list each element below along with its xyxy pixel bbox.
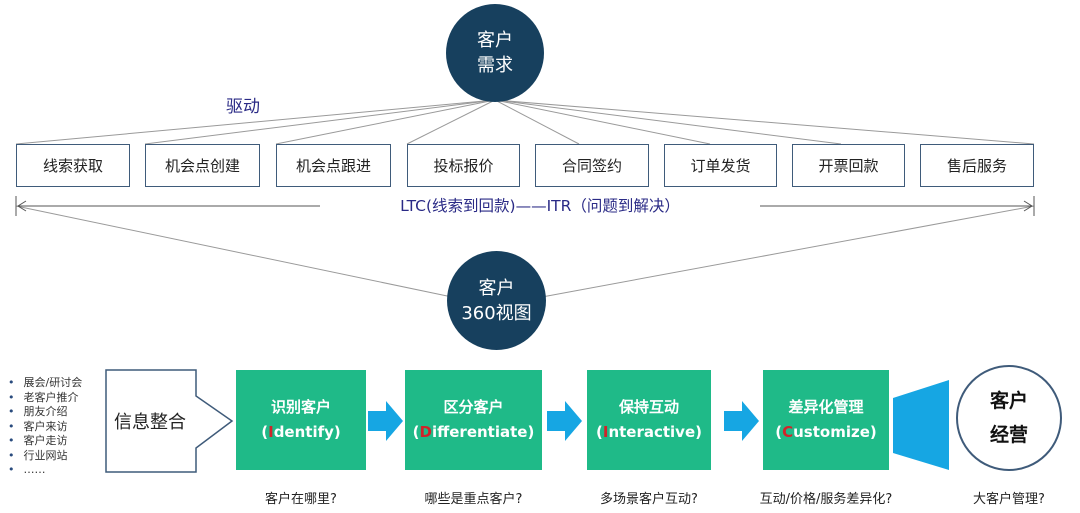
question-key-account: 大客户管理? bbox=[973, 492, 1045, 507]
stage-label: 开票回款 bbox=[818, 157, 879, 175]
question-identify: 客户在哪里? bbox=[265, 492, 337, 507]
stage-label: 机会点跟进 bbox=[295, 157, 371, 175]
paren-open: ( bbox=[775, 423, 783, 441]
paren-open: ( bbox=[595, 423, 603, 441]
customer-demand-line2: 需求 bbox=[477, 55, 513, 76]
stage-contract-signing: 合同签约 bbox=[535, 144, 649, 187]
step-initial: I bbox=[602, 423, 609, 441]
list-item: 老客户推介 bbox=[8, 391, 82, 406]
question-interactive: 多场景客户互动? bbox=[600, 492, 698, 507]
stage-after-sales: 售后服务 bbox=[920, 144, 1034, 187]
customer-demand-circle: 客户 需求 bbox=[446, 4, 544, 102]
step-english-rest: ifferentiate) bbox=[431, 423, 535, 441]
stage-opportunity-followup: 机会点跟进 bbox=[276, 144, 391, 187]
step-english-rest: dentify) bbox=[273, 423, 341, 441]
step-english: (Differentiate) bbox=[413, 420, 535, 445]
customer-operation-line1: 客户 bbox=[989, 390, 1028, 412]
question-customize: 互动/价格/服务差异化? bbox=[759, 492, 893, 507]
flow-arrow-icon bbox=[724, 401, 759, 441]
list-item: 展会/研讨会 bbox=[8, 376, 83, 391]
question-differentiate: 哪些是重点客户? bbox=[424, 492, 523, 507]
stage-label: 订单发货 bbox=[690, 157, 751, 175]
list-item: 客户来访 bbox=[8, 420, 82, 435]
stage-label: 合同签约 bbox=[561, 157, 622, 175]
stage-label: 售后服务 bbox=[946, 157, 1007, 175]
paren-open: ( bbox=[261, 423, 269, 441]
stage-invoice-payment: 开票回款 bbox=[792, 144, 905, 187]
paren-open: ( bbox=[412, 423, 420, 441]
step-english: (Customize) bbox=[775, 420, 877, 445]
customer-operation-line2: 经营 bbox=[989, 424, 1028, 446]
step-english-rest: nteractive) bbox=[608, 423, 702, 441]
step-english: (Interactive) bbox=[596, 420, 702, 445]
step-differentiate: 区分客户 (Differentiate) bbox=[405, 370, 542, 470]
list-item: 朋友介绍 bbox=[8, 405, 82, 420]
list-item: 行业网站 bbox=[8, 449, 82, 464]
customer-operation-circle: 客户 经营 bbox=[956, 365, 1062, 471]
customer-demand-line1: 客户 bbox=[477, 30, 513, 51]
stage-label: 机会点创建 bbox=[164, 157, 240, 175]
step-initial: I bbox=[268, 423, 274, 441]
step-english: (Identify) bbox=[261, 420, 341, 445]
step-initial: D bbox=[419, 423, 432, 441]
step-customize: 差异化管理 (Customize) bbox=[763, 370, 889, 470]
funnel-shape bbox=[893, 380, 949, 470]
step-identify: 识别客户 (Identify) bbox=[236, 370, 366, 470]
step-title: 保持互动 bbox=[618, 398, 679, 416]
customer-360-line2: 360视图 bbox=[461, 302, 532, 324]
stage-lead-acquisition: 线索获取 bbox=[16, 144, 130, 187]
step-title: 差异化管理 bbox=[788, 398, 864, 416]
customer-360-circle: 客户 360视图 bbox=[447, 251, 546, 350]
flow-arrow-icon bbox=[547, 401, 582, 441]
flow-arrow-icon bbox=[368, 401, 403, 441]
customer-360-line1: 客户 bbox=[478, 277, 515, 299]
process-label: LTC(线索到回款)——ITR（问题到解决） bbox=[320, 195, 760, 217]
drive-label: 驱动 bbox=[226, 97, 260, 117]
integration-arrow-shape bbox=[105, 369, 234, 473]
step-title: 区分客户 bbox=[443, 398, 504, 416]
list-item: 客户走访 bbox=[8, 434, 82, 449]
step-interactive: 保持互动 (Interactive) bbox=[587, 370, 711, 470]
stage-label: 线索获取 bbox=[42, 157, 103, 175]
list-item: …… bbox=[8, 463, 82, 478]
stage-order-delivery: 订单发货 bbox=[664, 144, 777, 187]
stage-label: 投标报价 bbox=[433, 157, 494, 175]
integration-label: 信息整合 bbox=[114, 412, 186, 433]
stage-bid-quote: 投标报价 bbox=[407, 144, 520, 187]
step-english-rest: ustomize) bbox=[793, 423, 877, 441]
channel-list: 展会/研讨会 老客户推介 朋友介绍 客户来访 客户走访 行业网站 …… bbox=[8, 376, 83, 478]
stage-opportunity-creation: 机会点创建 bbox=[145, 144, 260, 187]
step-initial: C bbox=[782, 423, 794, 441]
step-title: 识别客户 bbox=[270, 398, 331, 416]
